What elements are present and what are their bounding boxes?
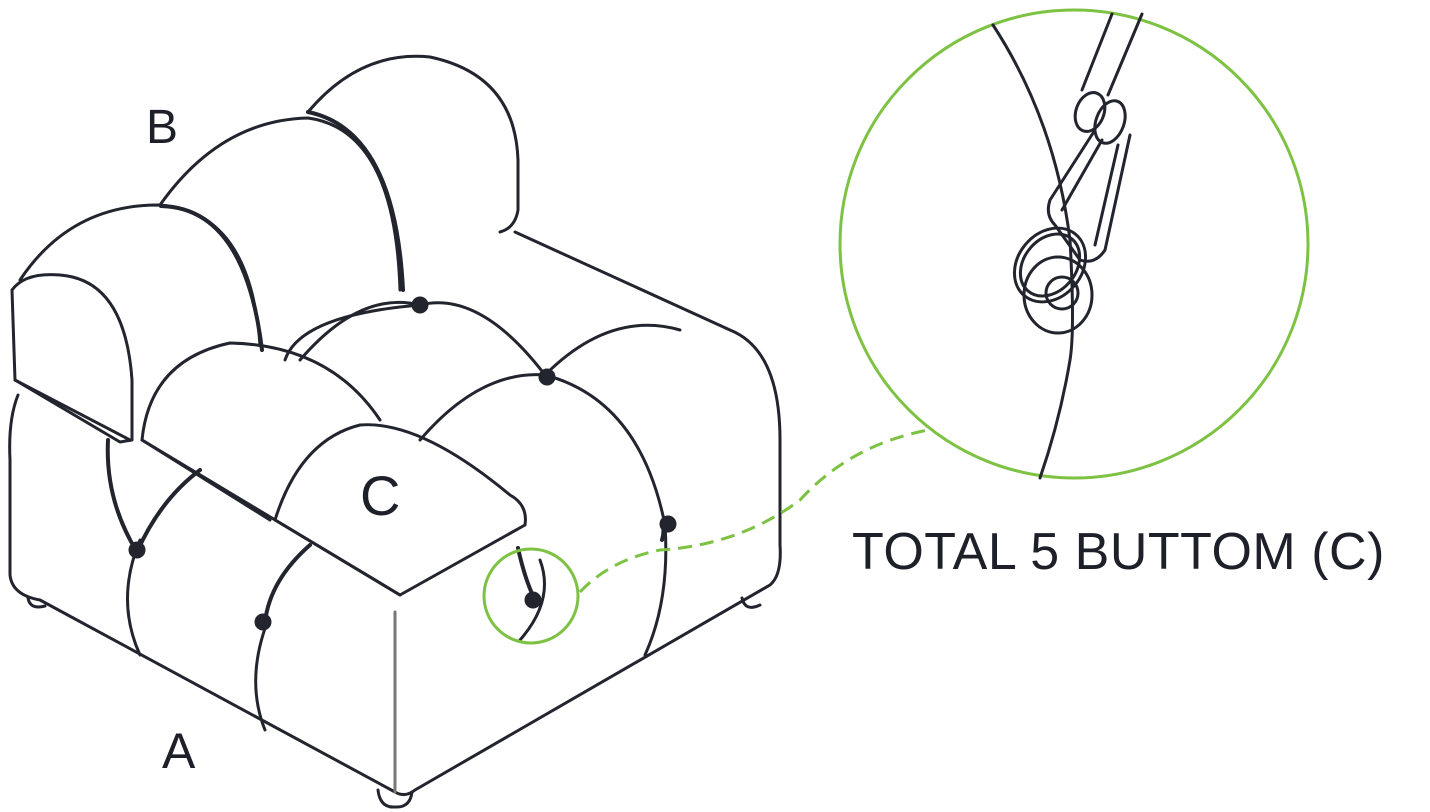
sofa-module-drawing [8, 54, 782, 809]
label-arm-c: C [360, 464, 401, 527]
backrest-b [18, 54, 520, 352]
detail-caption: TOTAL 5 BUTTOM (C) [852, 523, 1385, 581]
detail-circle [838, 8, 1310, 480]
zoom-circle [482, 547, 580, 645]
tuft-buttons [128, 296, 677, 631]
arm-cushion-c [140, 341, 527, 597]
label-seat-a: A [162, 723, 196, 779]
label-backrest-b: B [146, 101, 179, 154]
left-arm-cushion [10, 273, 134, 444]
carabiner-clip-detail [991, 12, 1144, 480]
leader-line [578, 428, 929, 594]
